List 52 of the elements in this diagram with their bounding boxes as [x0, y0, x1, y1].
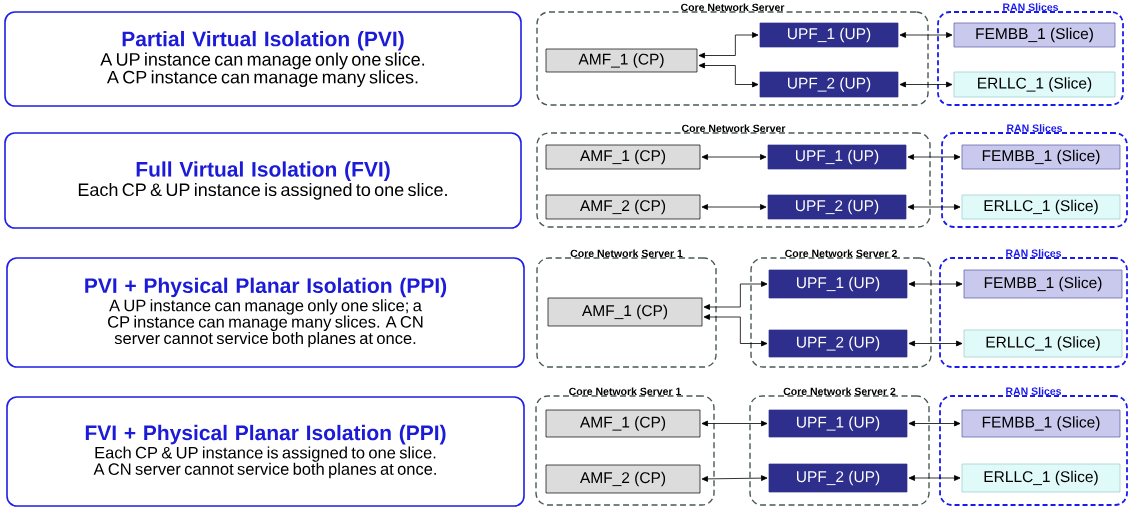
- amf-box: AMF_1 (CP): [545, 48, 698, 73]
- upf-box: UPF_1 (UP): [768, 409, 908, 438]
- amf-box: AMF_1 (CP): [545, 144, 701, 170]
- upf-box: UPF_2 (UP): [768, 463, 908, 493]
- arrow: [907, 204, 961, 210]
- arrow: [701, 475, 768, 482]
- slice-box: FEMBB_1 (Slice): [963, 269, 1123, 299]
- amf-box: AMF_1 (CP): [545, 409, 701, 438]
- slice-box: ERLLC_1 (Slice): [953, 71, 1116, 98]
- arrow: [701, 204, 767, 210]
- node-label: RAN Slices: [1003, 3, 1059, 11]
- upf-box: UPF_1 (UP): [759, 22, 899, 48]
- arrow: [703, 281, 768, 310]
- node-label: Core Network Server 2: [783, 387, 896, 396]
- slice-box: ERLLC_1 (Slice): [961, 463, 1121, 493]
- arrow: [701, 420, 768, 427]
- slice-box: FEMBB_1 (Slice): [961, 409, 1121, 438]
- arrow: [703, 314, 768, 347]
- slice-box: FEMBB_1 (Slice): [961, 144, 1121, 170]
- node-label: Core Network Server 2: [785, 249, 897, 258]
- arrow: [908, 281, 963, 287]
- arrow: [701, 154, 767, 160]
- amf-box: AMF_1 (CP): [547, 297, 703, 327]
- text-panel: Full Virtual Isolation (FVI) Each CP & UP instance is assigned to one slice.: [4, 132, 522, 229]
- slice-box: FEMBB_1 (Slice): [953, 22, 1116, 48]
- arrow: [908, 475, 961, 481]
- amf-box: AMF_2 (CP): [545, 464, 701, 494]
- upf-box: UPF_1 (UP): [768, 269, 908, 299]
- node-label: Core Network Server 1: [570, 249, 683, 258]
- arrow: [908, 420, 961, 427]
- node-label: Core Network Server: [680, 3, 785, 12]
- arrow: [908, 340, 963, 347]
- arrow: [899, 81, 953, 88]
- text-panel: FVI + Physical Planar Isolation (PPI) Each CP & UP instance is assigned to one slice. A CN server cannot service both planes at once.: [6, 396, 525, 507]
- amf-box: AMF_2 (CP): [545, 194, 701, 220]
- arrow: [698, 32, 759, 59]
- node-label: Core Network Server: [681, 124, 786, 133]
- text-panel: Partial Virtual Isolation (PVI) A UP instance can manage only one slice. A CP instance can manage many slices.: [4, 11, 522, 107]
- upf-box: UPF_1 (UP): [767, 144, 907, 170]
- node-label: Core Network Server 1: [569, 387, 681, 396]
- node-label: RAN Slices: [1006, 387, 1062, 395]
- arrow: [698, 62, 759, 88]
- node-label: RAN Slices: [1007, 124, 1063, 132]
- upf-box: UPF_2 (UP): [759, 71, 899, 98]
- node-label: RAN Slices: [1006, 249, 1062, 257]
- arrow: [907, 154, 961, 160]
- text-panel: PVI + Physical Planar Isolation (PPI) A UP instance can manage only one slice; a CP instance can manage many slices. A CN server cannot service both planes at once.: [6, 257, 525, 368]
- upf-box: UPF_2 (UP): [768, 329, 908, 358]
- slice-box: ERLLC_1 (Slice): [961, 194, 1121, 220]
- arrow: [899, 32, 953, 38]
- upf-box: UPF_2 (UP): [767, 194, 907, 220]
- slice-box: ERLLC_1 (Slice): [963, 329, 1123, 358]
